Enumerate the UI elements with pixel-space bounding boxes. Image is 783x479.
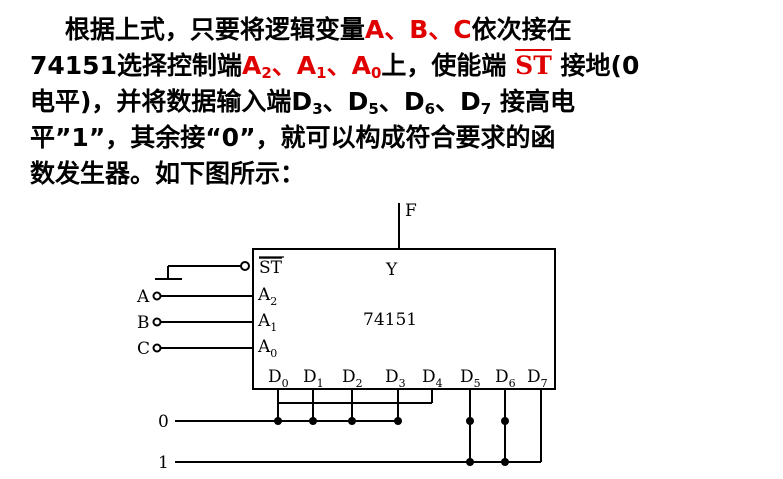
data-pin-d3: D3 bbox=[385, 367, 406, 390]
select-a2-label: A2 bbox=[257, 285, 277, 308]
data-pin-d6: D6 bbox=[495, 367, 516, 390]
junction-dot bbox=[394, 417, 402, 425]
junction-dot bbox=[348, 417, 356, 425]
text-segment: 依次接在 bbox=[471, 15, 572, 44]
chip-body bbox=[252, 248, 556, 390]
separator: 、 bbox=[428, 15, 454, 44]
data-pin-d0: D0 bbox=[268, 367, 289, 390]
output-y-label: Y bbox=[385, 260, 398, 280]
text-segment: 、D bbox=[435, 87, 481, 116]
select-a1: A1 bbox=[296, 51, 327, 82]
select-a0: A0 bbox=[351, 51, 382, 82]
input-b-label: B bbox=[137, 313, 150, 333]
data-pin-d5: D5 bbox=[460, 367, 481, 390]
output-f-label: F bbox=[405, 201, 417, 221]
text-segment: 根据上式，只要将逻辑变量 bbox=[64, 15, 365, 44]
text-segment: 电平)，并将数据输入端D bbox=[30, 87, 313, 116]
bus-one-label: 1 bbox=[158, 453, 169, 473]
text-line-1: 根据上式，只要将逻辑变量A、B、C依次接在 bbox=[30, 12, 770, 48]
chip-name: 74151 bbox=[363, 310, 417, 330]
subscript: 6 bbox=[424, 100, 436, 118]
select-a2: A2 bbox=[241, 51, 272, 82]
data-pin-d7: D7 bbox=[527, 367, 548, 390]
data-pin-d4: D4 bbox=[422, 367, 443, 390]
enable-label: ST bbox=[515, 51, 552, 80]
subscript: 3 bbox=[312, 100, 323, 118]
junction-dot bbox=[466, 417, 474, 425]
text-line-2: 74151选择控制端A2、A1、A0上，使能端 ST 接地(0 bbox=[30, 48, 770, 84]
data-pin-d2: D2 bbox=[342, 367, 363, 390]
enable-pin-label: ST bbox=[259, 258, 283, 278]
bus-zero-label: 0 bbox=[158, 412, 169, 432]
select-a1-label: A1 bbox=[257, 311, 277, 334]
separator: 、 bbox=[384, 15, 410, 44]
variable-b: B bbox=[409, 15, 429, 44]
text-segment: 接地(0 bbox=[560, 51, 640, 80]
variable-a: A bbox=[364, 15, 385, 44]
separator: 、 bbox=[271, 51, 297, 80]
input-c-label: C bbox=[137, 339, 150, 359]
variable-c: C bbox=[453, 15, 472, 44]
text-segment: 、D bbox=[378, 87, 425, 116]
text-segment: 接高电 bbox=[499, 87, 575, 116]
input-a-terminal bbox=[152, 291, 162, 301]
select-a0-label: A0 bbox=[257, 337, 277, 360]
input-a-label: A bbox=[136, 287, 150, 307]
text-line-3: 电平)，并将数据输入端D3、D5、D6、D7 接高电 bbox=[30, 84, 770, 120]
text-segment: 上，使能端 bbox=[381, 51, 507, 80]
data-pin-d1: D1 bbox=[303, 367, 324, 390]
separator: 、 bbox=[326, 51, 352, 80]
junction-dot bbox=[501, 458, 509, 466]
description-paragraph: 根据上式，只要将逻辑变量A、B、C依次接在 74151选择控制端A2、A1、A0… bbox=[30, 12, 770, 192]
junction-dot bbox=[309, 417, 317, 425]
junction-dot bbox=[466, 458, 474, 466]
text-segment: 、D bbox=[322, 87, 369, 116]
junction-dot bbox=[501, 417, 509, 425]
subscript: 5 bbox=[368, 100, 379, 118]
junction-dot bbox=[274, 417, 282, 425]
input-c-terminal bbox=[152, 343, 162, 353]
text-line-5: 数发生器。如下图所示： bbox=[30, 159, 306, 188]
text-segment: 74151选择控制端 bbox=[30, 51, 242, 80]
input-b-terminal bbox=[152, 317, 162, 327]
subscript: 7 bbox=[480, 100, 492, 118]
text-line-4: 平”1”，其余接“0”，就可以构成符合要求的函 bbox=[30, 123, 556, 152]
enable-bubble bbox=[240, 261, 250, 271]
